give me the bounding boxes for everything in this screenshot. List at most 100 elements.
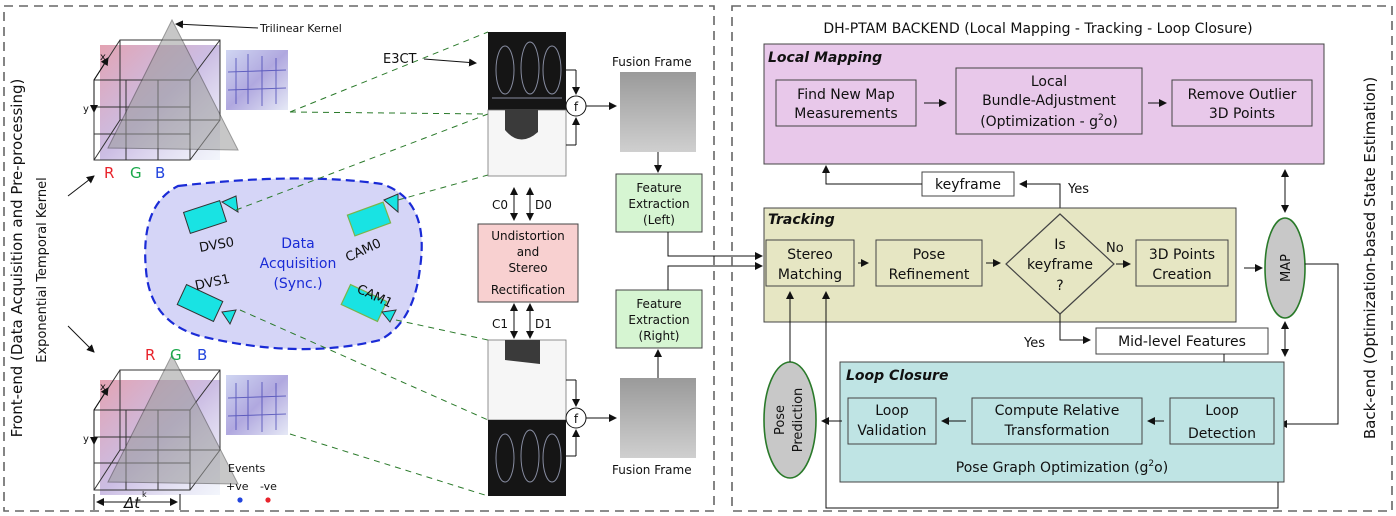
relative-line1: Compute Relative [995, 403, 1120, 419]
feature-extraction-left [615, 173, 703, 233]
dvs1-label: DVS1 [194, 272, 232, 294]
arrow-keyframe-to-local-mapping [822, 165, 922, 185]
fusion-operator-bottom: f [565, 379, 617, 457]
exp-kernel-label: Exponential Temporal Kernel [35, 177, 50, 363]
c0-label: C0 [492, 198, 508, 212]
pose-line2: Refinement [889, 267, 970, 283]
feature-left-line1: Feature [636, 181, 681, 195]
feature-right-line3: (Right) [639, 329, 680, 343]
undistortion-line3: Stereo [508, 261, 547, 275]
keyframe-label: keyframe [935, 177, 1001, 193]
detection-line1: Loop [1205, 403, 1239, 419]
map-label: MAP [1279, 254, 1294, 282]
loop-closure-panel [839, 361, 1285, 483]
detection-line2: Detection [1188, 426, 1256, 442]
remove-line1: Remove Outlier [1188, 87, 1297, 103]
svg-text:R: R [145, 346, 155, 364]
stereo-line1: Stereo [787, 247, 833, 263]
e3ct-arrow [423, 58, 477, 67]
pose-refinement-box [875, 239, 983, 287]
remove-line2: 3D Points [1209, 106, 1275, 122]
svg-text:B: B [197, 346, 207, 364]
cam0-camera [346, 193, 399, 237]
arrow-loop-closure-feedback [822, 291, 1279, 509]
fusion-frame-label-top: Fusion Frame [612, 55, 692, 69]
dvs0-camera [182, 195, 239, 234]
validation-line1: Loop [875, 403, 909, 419]
feature-right-line2: Extraction [628, 313, 689, 327]
axis-y-bottom: y [83, 434, 89, 445]
pose-prediction-line2: Prediction [791, 388, 806, 453]
relative-transformation-box [971, 397, 1143, 445]
delta-t-label: Δt [123, 494, 141, 512]
event-volume-top: y x [83, 18, 239, 161]
svg-text:f: f [574, 412, 579, 426]
relative-line2: Transformation [1003, 423, 1109, 439]
backend-side-label: Back-end (Optimization-based State Estim… [1361, 77, 1379, 439]
arrow-map-to-loop-detection [1279, 263, 1339, 428]
decision-line1: Is [1054, 237, 1065, 253]
pgo-label: Pose Graph Optimization (g2o) [956, 459, 1168, 476]
loop-closure-title: Loop Closure [846, 368, 948, 384]
yes-top-label: Yes [1067, 182, 1089, 197]
mid-level-features-box [1095, 327, 1269, 355]
tracking-panel [763, 207, 1237, 323]
svg-text:G: G [130, 164, 142, 182]
dvs1-camera [176, 283, 237, 326]
bundle-line1: Local [1031, 74, 1067, 90]
find-line2: Measurements [794, 106, 897, 122]
pose-prediction-line1: Pose [773, 405, 788, 435]
tracking-title: Tracking [768, 212, 835, 228]
keyframe-box [921, 171, 1015, 197]
bundle-line2: Bundle-Adjustment [982, 93, 1116, 109]
decision-line3: ? [1056, 278, 1063, 294]
svg-text:B: B [155, 164, 165, 182]
pose-prediction-node [763, 361, 817, 479]
arrow-left-features-to-stereo [667, 232, 763, 260]
positive-event-dot [237, 497, 243, 503]
events-negative: -ve [260, 480, 277, 493]
mid-level-label: Mid-level Features [1118, 334, 1246, 350]
bottom-depth-frame [487, 339, 567, 421]
event-image-top [226, 50, 288, 110]
frontend-panel [3, 5, 715, 512]
c1-label: C1 [492, 317, 508, 331]
event-volume-bottom: y x [83, 353, 239, 495]
events-title: Events [228, 462, 266, 475]
rgb-labels-top: R G B [104, 164, 165, 182]
validation-line2: Validation [857, 423, 926, 439]
bundle-adjustment-box [955, 67, 1143, 135]
stereo-line2: Matching [778, 267, 842, 283]
acquisition-line3: (Sync.) [273, 276, 322, 292]
svg-text:G: G [170, 346, 182, 364]
axis-x-top: x [100, 52, 106, 63]
top-event-frame [488, 32, 566, 110]
undistortion-line2: and [517, 245, 540, 259]
feature-right-line1: Feature [636, 297, 681, 311]
dvs0-label: DVS0 [198, 235, 235, 256]
arrow-decision-to-mid-level [1059, 314, 1091, 344]
backend-header: DH-PTAM BACKEND (Local Mapping - Trackin… [823, 21, 1252, 37]
points-line2: Creation [1152, 267, 1211, 283]
acquisition-line2: Acquisition [260, 256, 337, 272]
arrow-decision-to-keyframe [1019, 180, 1061, 214]
events-positive: +ve [226, 480, 249, 493]
rgb-labels-bottom: R G B [145, 346, 207, 364]
find-new-map-box [775, 79, 917, 127]
undistortion-box [477, 223, 579, 303]
e3ct-label: E3CT [383, 52, 417, 67]
fusion-frame-top [620, 72, 696, 152]
loop-detection-box [1169, 397, 1275, 445]
trilinear-pointer [175, 20, 259, 29]
local-mapping-title: Local Mapping [768, 50, 882, 66]
svg-text:f: f [574, 100, 579, 114]
d1-label: D1 [535, 317, 552, 331]
negative-event-dot [265, 497, 271, 503]
event-image-bottom [226, 375, 288, 435]
yes-bottom-label: Yes [1023, 336, 1045, 351]
bottom-event-frame [488, 420, 566, 496]
svg-text:R: R [104, 164, 114, 182]
arrow-right-features-to-stereo [667, 262, 763, 290]
delta-t-sup: k [142, 490, 147, 499]
